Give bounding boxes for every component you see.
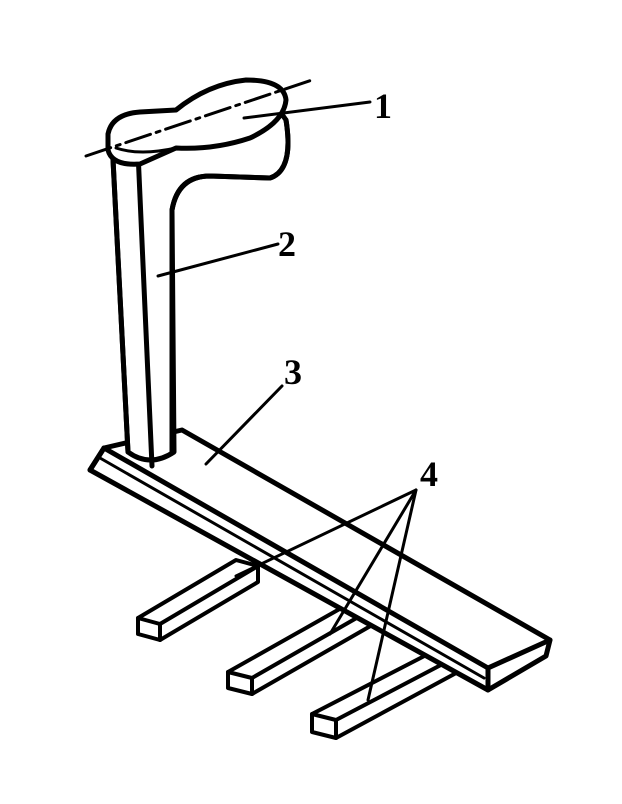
beam (87, 427, 553, 693)
callout-label-3: 3 (284, 352, 302, 392)
leader-line-4a (234, 488, 418, 578)
callout-label-1: 1 (374, 86, 392, 126)
cross-piece-left (136, 558, 260, 642)
leader-line-4c (366, 488, 418, 702)
post (109, 97, 291, 469)
callout-label-4: 4 (420, 454, 438, 494)
leader-line-3 (204, 384, 284, 466)
leader-line-4b (328, 488, 418, 636)
leader-line-2 (156, 242, 280, 278)
top-plate (105, 77, 289, 167)
callout-label-2: 2 (278, 224, 296, 264)
axis-line (84, 78, 314, 158)
leader-line-1 (242, 100, 372, 120)
